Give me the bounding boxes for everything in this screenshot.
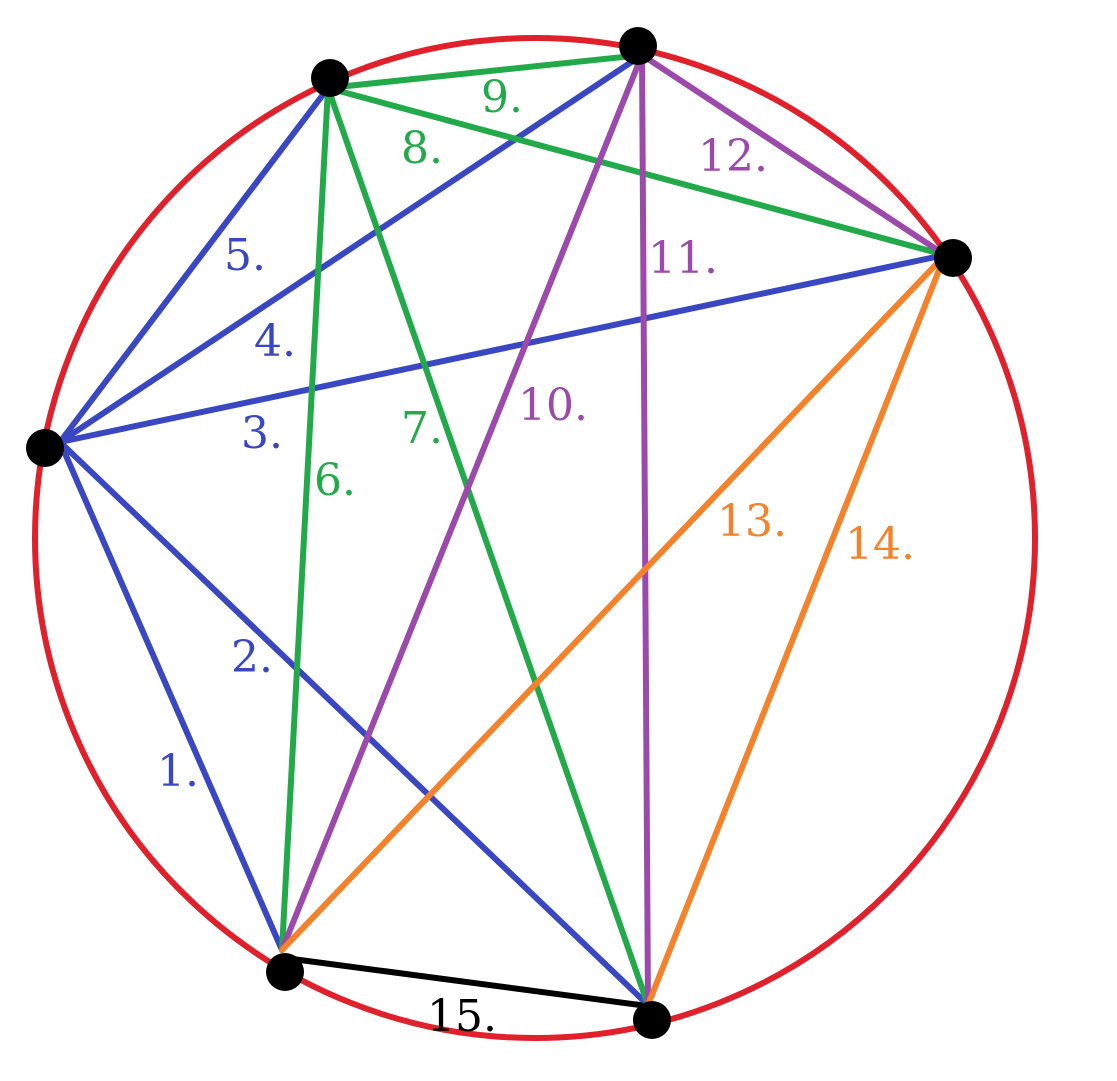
segment-label-15: 15.: [427, 991, 497, 1042]
circumscribed-circle: [32, 35, 1038, 1041]
segment-line-11: [639, 52, 651, 1008]
segment-line-2: [57, 439, 651, 1008]
segment-label-5: 5.: [224, 230, 266, 281]
segment-line-9: [325, 52, 645, 91]
vertex-point: [266, 953, 304, 991]
segment-line-7: [325, 85, 651, 1008]
segment-label-13: 13.: [717, 496, 787, 547]
segment-line-6: [279, 85, 331, 953]
segment-label-6: 6.: [314, 455, 356, 506]
vertex-points: [26, 27, 972, 1039]
segment-label-9: 9.: [481, 72, 523, 123]
vertex-point: [311, 59, 349, 97]
segment-line-5: [57, 85, 331, 445]
segment-label-7: 7.: [401, 403, 443, 454]
segment-label-3: 3.: [241, 408, 283, 459]
segment-line-15: [282, 955, 643, 1008]
vertex-point: [619, 27, 657, 65]
segment-line-8: [325, 85, 948, 258]
segment-label-10: 10.: [518, 380, 588, 431]
segment-labels: 1. 2. 3. 4. 5. 6. 7. 8. 9. 10. 11. 12. 13. 14. 15.: [157, 72, 915, 1042]
vertex-point: [934, 239, 972, 277]
segment-line-13: [279, 252, 948, 953]
segment-label-4: 4.: [254, 316, 296, 367]
segment-label-2: 2.: [231, 632, 273, 683]
vertex-point: [26, 429, 64, 467]
segment-label-12: 12.: [698, 131, 768, 182]
segment-line-14: [645, 252, 948, 1008]
vertex-point: [633, 1001, 671, 1039]
segment-line-1: [57, 439, 285, 953]
segment-line-12: [639, 52, 948, 258]
segment-line-10: [279, 52, 645, 953]
segment-label-8: 8.: [401, 123, 443, 174]
segment-line-3: [57, 252, 948, 445]
segment-label-1: 1.: [157, 746, 199, 797]
segment-lines: [57, 52, 948, 1008]
segment-label-14: 14.: [845, 519, 915, 570]
segment-line-4: [57, 52, 645, 445]
segment-label-11: 11.: [648, 233, 718, 284]
